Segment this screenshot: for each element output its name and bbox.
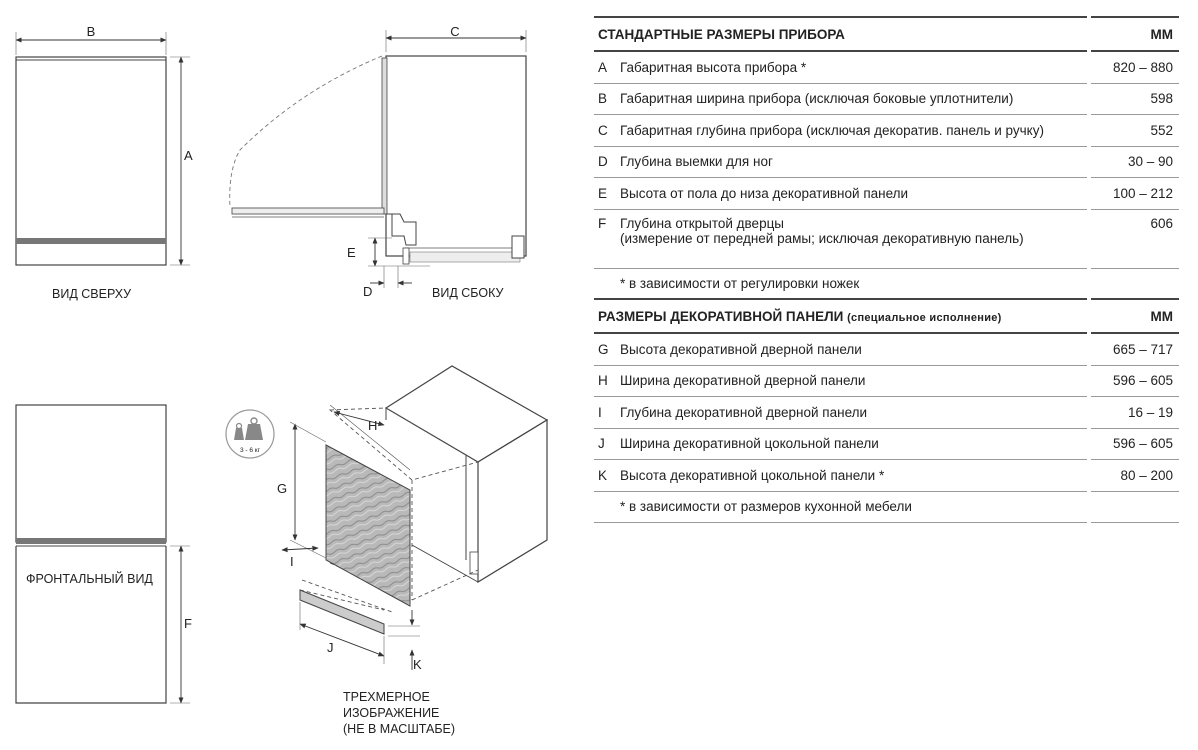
dim-label-k: K	[413, 657, 422, 672]
table-unit: ММ	[1088, 298, 1179, 334]
row-letter: K	[594, 459, 620, 492]
table-footnote: * в зависимости от размеров кухонной меб…	[620, 491, 1091, 523]
row-letter: D	[594, 146, 620, 178]
dim-label-h: H	[368, 418, 377, 433]
table-row: C Габаритная глубина прибора (исключая д…	[594, 114, 1179, 147]
table-row: A Габаритная высота прибора * 820 – 880	[594, 51, 1179, 84]
side-view-caption: ВИД СБОКУ	[432, 286, 503, 300]
table-title: РАЗМЕРЫ ДЕКОРАТИВНОЙ ПАНЕЛИ (специальное…	[594, 298, 1091, 334]
dim-label-e: E	[347, 245, 356, 260]
table-row: D Глубина выемки для ног 30 – 90	[594, 146, 1179, 178]
row-letter: H	[594, 365, 620, 397]
table-footnote-row: * в зависимости от размеров кухонной меб…	[594, 491, 1179, 523]
row-letter: A	[594, 51, 620, 84]
row-desc: Габаритная глубина прибора (исключая дек…	[620, 114, 1091, 147]
table-row: F Глубина открытой дверцы (измерение от …	[594, 209, 1179, 269]
table-footnote-row: * в зависимости от регулировки ножек	[594, 268, 1179, 300]
table-header: РАЗМЕРЫ ДЕКОРАТИВНОЙ ПАНЕЛИ (специальное…	[594, 298, 1179, 334]
row-value: 606	[1088, 209, 1179, 269]
table-row: K Высота декоративной цокольной панели *…	[594, 459, 1179, 492]
row-value: 665 – 717	[1088, 333, 1179, 366]
iso-caption-line3: (НЕ В МАСШТАБЕ)	[343, 722, 455, 736]
table-title-main: РАЗМЕРЫ ДЕКОРАТИВНОЙ ПАНЕЛИ	[598, 308, 844, 324]
standard-dimensions-table: СТАНДАРТНЫЕ РАЗМЕРЫ ПРИБОРА ММ A Габарит…	[594, 16, 1179, 300]
table-title-small: (специальное исполнение)	[847, 311, 1002, 324]
row-desc: Габаритная ширина прибора (исключая боко…	[620, 83, 1091, 115]
row-desc: Высота декоративной цокольной панели *	[620, 459, 1091, 492]
table-unit: ММ	[1088, 16, 1179, 52]
iso-caption-line1: ТРЕХМЕРНОЕ	[343, 690, 430, 704]
dimension-drawings: B A ВИД СВЕРХУ C E D ВИД СБОКУ	[15, 24, 549, 736]
dim-label-i: I	[290, 554, 294, 569]
front-view-caption: ФРОНТАЛЬНЫЙ ВИД	[26, 571, 153, 586]
row-desc: Высота декоративной дверной панели	[620, 333, 1091, 366]
table-row: J Ширина декоративной цокольной панели 5…	[594, 428, 1179, 460]
row-desc-line1: Глубина открытой дверцы	[620, 215, 785, 231]
table-header: СТАНДАРТНЫЕ РАЗМЕРЫ ПРИБОРА ММ	[594, 16, 1179, 52]
row-value: 596 – 605	[1088, 428, 1179, 460]
top-view-drawing: B A ВИД СВЕРХУ	[15, 24, 193, 301]
dim-label-d: D	[363, 284, 372, 299]
table-row: G Высота декоративной дверной панели 665…	[594, 333, 1179, 366]
row-value: 80 – 200	[1088, 459, 1179, 492]
row-desc-line2: (измерение от передней рамы; исключая де…	[620, 230, 1024, 246]
row-letter: F	[594, 209, 620, 269]
row-desc: Высота от пола до низа декоративной пане…	[620, 177, 1091, 210]
row-desc: Ширина декоративной дверной панели	[620, 365, 1091, 397]
table-row: I Глубина декоративной дверной панели 16…	[594, 396, 1179, 429]
dim-label-g: G	[277, 481, 287, 496]
dim-label-b: B	[87, 24, 96, 39]
row-letter: I	[594, 396, 620, 429]
dim-label-j: J	[327, 640, 334, 655]
row-value: 596 – 605	[1088, 365, 1179, 397]
row-value: 598	[1088, 83, 1179, 115]
row-desc: Ширина декоративной цокольной панели	[620, 428, 1091, 460]
table-row: H Ширина декоративной дверной панели 596…	[594, 365, 1179, 397]
iso-caption-line2: ИЗОБРАЖЕНИЕ	[343, 706, 439, 720]
table-title: СТАНДАРТНЫЕ РАЗМЕРЫ ПРИБОРА	[594, 16, 1091, 52]
row-desc: Габаритная высота прибора *	[620, 51, 1091, 84]
decor-panel-dimensions-table: РАЗМЕРЫ ДЕКОРАТИВНОЙ ПАНЕЛИ (специальное…	[594, 298, 1179, 523]
row-desc: Глубина декоративной дверной панели	[620, 396, 1091, 429]
row-value: 552	[1088, 114, 1179, 147]
row-value: 820 – 880	[1088, 51, 1179, 84]
row-letter: B	[594, 83, 620, 115]
side-view-drawing: C E D ВИД СБОКУ	[229, 24, 527, 300]
row-letter: J	[594, 428, 620, 460]
row-desc: Глубина выемки для ног	[620, 146, 1091, 178]
table-row: B Габаритная ширина прибора (исключая бо…	[594, 83, 1179, 115]
row-value: 30 – 90	[1088, 146, 1179, 178]
iso-view-drawing: H G I J K ТРЕХМЕРНОЕ ИЗОБРАЖЕНИЕ (НЕ В М…	[277, 365, 549, 736]
row-letter: E	[594, 177, 620, 210]
dim-label-c: C	[450, 24, 459, 39]
row-value: 100 – 212	[1088, 177, 1179, 210]
front-view-drawing: F ФРОНТАЛЬНЫЙ ВИД	[15, 404, 192, 704]
row-letter: C	[594, 114, 620, 147]
top-view-caption: ВИД СВЕРХУ	[52, 287, 131, 301]
weight-icon: 3 - 6 кг	[225, 409, 275, 459]
row-desc: Глубина открытой дверцы (измерение от пе…	[620, 209, 1091, 269]
table-footnote: * в зависимости от регулировки ножек	[620, 268, 1091, 300]
table-row: E Высота от пола до низа декоративной па…	[594, 177, 1179, 210]
row-letter: G	[594, 333, 620, 366]
row-value: 16 – 19	[1088, 396, 1179, 429]
weight-badge-text: 3 - 6 кг	[240, 447, 261, 454]
dim-label-a: A	[184, 148, 193, 163]
dim-label-f: F	[184, 616, 192, 631]
